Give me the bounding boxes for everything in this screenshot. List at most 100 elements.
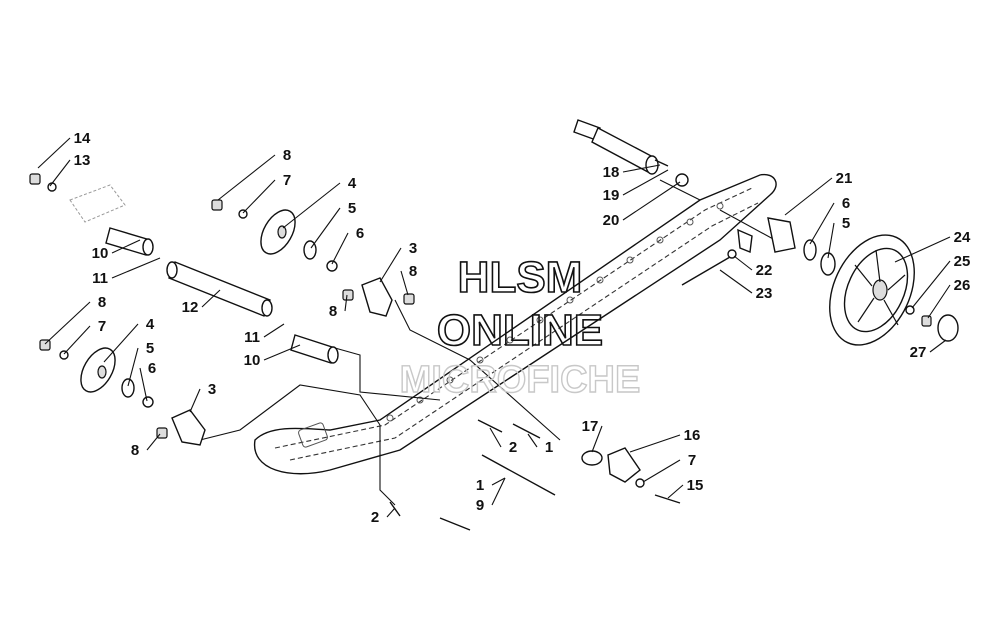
callout-c22: 22 [733, 255, 773, 279]
callout-c8e: 8 [131, 433, 161, 459]
callout-c4b: 4 [103, 316, 155, 363]
callout-c7a: 7 [242, 172, 291, 214]
callout-label: 18 [603, 164, 620, 181]
callout-label: 11 [244, 329, 260, 346]
callout-leader [719, 269, 753, 294]
callout-c6b: 6 [139, 360, 156, 402]
callout-leader [127, 347, 139, 387]
callout-label: 5 [348, 200, 356, 217]
callout-leader [491, 477, 506, 506]
callout-c6c: 6 [809, 195, 850, 245]
callout-label: 26 [954, 277, 971, 294]
watermark-line2: ONLINE [437, 306, 603, 355]
callout-leader [344, 294, 348, 312]
callout-label: 21 [836, 170, 853, 187]
callout-label: 8 [131, 442, 139, 459]
axle-bracket-lower [171, 409, 206, 446]
callout-label: 3 [208, 381, 216, 398]
callout-c9: 9 [476, 477, 506, 514]
callout-c8a: 8 [217, 147, 291, 201]
callout-leader [927, 284, 951, 319]
callout-leader [139, 367, 148, 402]
callout-c10a: 10 [92, 239, 141, 262]
callout-label: 3 [409, 240, 417, 257]
axle-bracket-upper [361, 277, 393, 317]
callout-leader [310, 207, 341, 249]
callout-leader [263, 323, 285, 338]
callout-leader [242, 179, 276, 214]
callout-label: 7 [98, 318, 106, 335]
callout-c19: 19 [603, 169, 669, 204]
callout-label: 23 [756, 285, 773, 302]
callout-c23: 23 [719, 269, 773, 302]
callout-c11a: 11 [92, 257, 161, 287]
callout-c1a: 1 [527, 433, 553, 456]
callout-leader [189, 388, 201, 413]
callout-leader [622, 169, 669, 196]
callout-label: 14 [74, 130, 91, 147]
callout-c8c: 8 [400, 263, 417, 296]
callout-leader [733, 255, 753, 271]
callout-c26: 26 [927, 277, 971, 319]
callout-label: 9 [476, 497, 484, 514]
callout-c2b: 2 [371, 507, 396, 526]
rear-end-block [69, 184, 126, 223]
callout-leader [37, 137, 71, 169]
callout-label: 6 [842, 195, 850, 212]
callout-label: 8 [283, 147, 291, 164]
assembly-lines [199, 179, 776, 506]
callout-label: 27 [910, 344, 927, 361]
callout-leader [146, 433, 161, 451]
callout-c24: 24 [894, 229, 971, 263]
callout-leader [63, 325, 91, 355]
callout-label: 13 [74, 152, 91, 169]
callout-label: 1 [545, 439, 553, 456]
callout-leader [809, 202, 835, 245]
callout-label: 19 [603, 187, 620, 204]
callout-leader [263, 344, 301, 361]
callout-label: 5 [146, 340, 154, 357]
callout-leader [400, 270, 409, 296]
callout-label: 22 [756, 262, 773, 279]
callout-label: 11 [92, 270, 108, 287]
callout-leader [49, 159, 71, 187]
callout-leader [379, 247, 402, 283]
callout-label: 8 [98, 294, 106, 311]
callout-c8b: 8 [44, 294, 106, 345]
callout-c7c: 7 [642, 452, 696, 483]
rear-hub [727, 217, 836, 276]
callout-label: 7 [283, 172, 291, 189]
callout-leader [489, 427, 502, 448]
callout-c25: 25 [911, 253, 971, 309]
callout-leader [527, 433, 538, 448]
callout-c3a: 3 [379, 240, 417, 283]
callout-leader [282, 182, 341, 229]
callout-label: 10 [244, 352, 261, 369]
callout-label: 17 [582, 418, 599, 435]
callout-label: 1 [476, 477, 484, 494]
callout-leader [827, 222, 835, 259]
lower-cross-shaft [290, 334, 441, 401]
callout-leader [201, 289, 221, 308]
callout-label: 8 [329, 303, 337, 320]
callout-leader [111, 239, 141, 254]
watermark: HLSM ONLINE MICROFICHE [399, 252, 641, 402]
callout-leader [111, 257, 161, 279]
callout-leader [622, 164, 661, 173]
bolts [389, 256, 731, 531]
callout-c15: 15 [667, 477, 703, 499]
callout-c21: 21 [784, 170, 853, 216]
callout-c16: 16 [629, 427, 700, 453]
callout-c1b: 1 [476, 477, 506, 494]
callout-leader [491, 477, 506, 486]
watermark-line1: HLSM [458, 253, 583, 302]
callout-c14: 14 [37, 130, 91, 169]
callout-leader [911, 260, 951, 309]
callout-label: 10 [92, 245, 109, 262]
callout-c12: 12 [182, 289, 221, 316]
nuts-washers [29, 173, 415, 439]
callout-c2a: 2 [489, 427, 517, 456]
callout-c5a: 5 [310, 200, 356, 249]
callout-label: 20 [603, 212, 620, 229]
callout-label: 25 [954, 253, 971, 270]
